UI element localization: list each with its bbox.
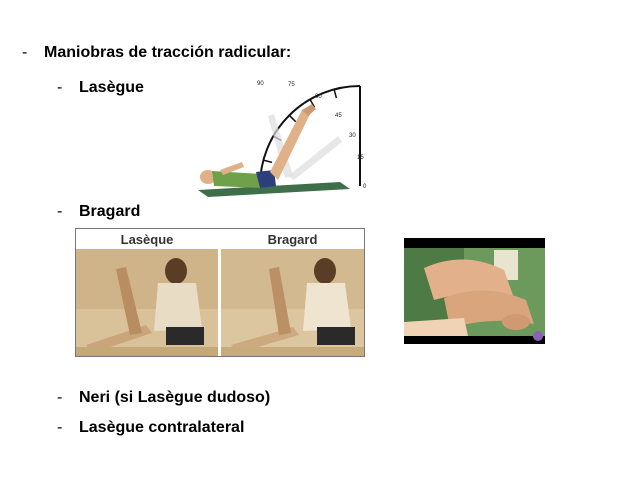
lasegue-photo-panel: Lasèque: [76, 229, 218, 356]
lasegue-bragard-photos: Lasèque Bragard: [75, 228, 365, 357]
lasegue-illustration: 90 75 60 45 30 15 0: [190, 76, 380, 200]
bragard-photo-panel: Bragard: [221, 229, 364, 356]
bragard-photo: [221, 249, 364, 356]
bullet-lasegue: -Lasègue: [57, 79, 144, 97]
angle-label-30: 30: [349, 133, 356, 139]
angle-label-75: 75: [288, 82, 295, 88]
bullet-contralateral: -Lasègue contralateral: [57, 419, 244, 437]
angle-label-60: 60: [315, 94, 322, 100]
bullet-dash: -: [57, 203, 63, 220]
bullet-dash: -: [57, 389, 63, 406]
angle-label-15: 15: [357, 155, 364, 161]
bullet-dash: -: [57, 79, 63, 96]
video-badge-icon: [533, 331, 543, 341]
bullet-neri: -Neri (si Lasègue dudoso): [57, 389, 270, 407]
bullet-neri-text: Neri (si Lasègue dudoso): [79, 389, 271, 406]
bullet-dash: -: [22, 44, 28, 61]
bullet-main-text: Maniobras de tracción radicular:: [44, 44, 292, 61]
bullet-bragard: -Bragard: [57, 203, 140, 221]
bullet-bragard-text: Bragard: [79, 203, 141, 220]
angle-label-45: 45: [335, 113, 342, 119]
lasegue-photo-title: Lasèque: [120, 232, 174, 247]
lasegue-photo: [76, 249, 218, 356]
bullet-dash: -: [57, 419, 63, 436]
bragard-photo-title: Bragard: [267, 232, 318, 247]
bullet-lasegue-text: Lasègue: [79, 79, 144, 96]
angle-label-90: 90: [257, 81, 264, 87]
angle-label-0: 0: [363, 184, 367, 190]
bullet-main: -Maniobras de tracción radicular:: [22, 44, 291, 62]
bragard-video-frame[interactable]: [404, 238, 545, 344]
bullet-contralateral-text: Lasègue contralateral: [79, 419, 245, 436]
